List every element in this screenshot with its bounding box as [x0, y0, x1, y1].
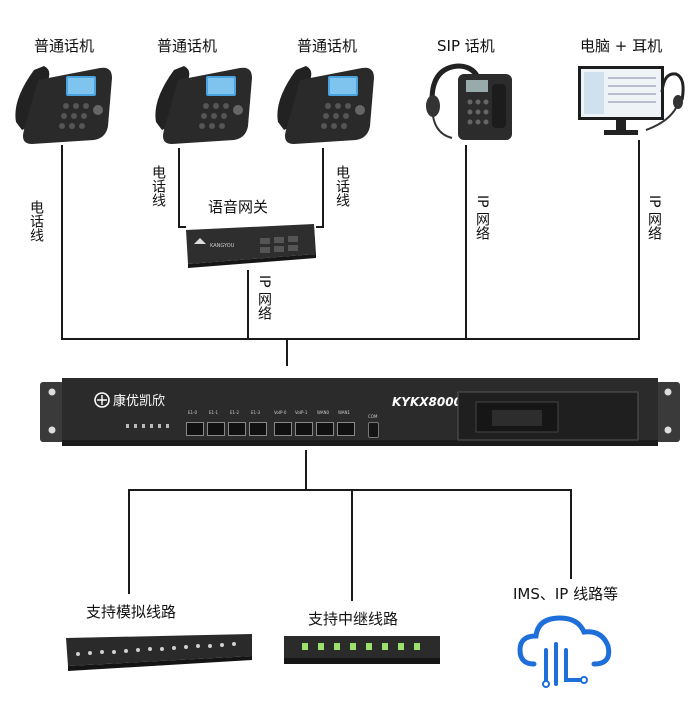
port-e1-2[interactable]: [228, 422, 246, 436]
link-phone3-horizontal: [316, 226, 324, 228]
link-cloud-vertical: [570, 489, 572, 579]
port-label: E1-3: [251, 410, 261, 415]
bottom-bus-drop: [305, 450, 307, 490]
main-unit-brand-text: 康优凯欣: [113, 393, 165, 409]
port-labels: E1-0 E1-1 E1-2 E1-3 VoIP-0 VoIP-1 WAN0 W…: [186, 410, 366, 420]
device-label-sip: SIP 话机: [437, 37, 495, 55]
link-label-gateway: IP 网络: [256, 275, 272, 321]
bottom-bus-horizontal: [128, 489, 572, 491]
port-label: WAN0: [317, 410, 330, 415]
desk-phone-icon: [15, 66, 112, 144]
port-wan1[interactable]: [337, 422, 355, 436]
device-label-pc: 电脑 + 耳机: [580, 37, 663, 55]
link-label-phone3: 电话线: [334, 165, 350, 207]
main-unit-model-text: KYKX8000: [392, 395, 462, 409]
link-phone2-vertical: [178, 148, 180, 228]
device-label-phone2: 普通话机: [157, 37, 218, 55]
device-label-trunk: 支持中继线路: [308, 610, 399, 628]
computer-headset-icon: [578, 66, 685, 135]
port-e1-1[interactable]: [207, 422, 225, 436]
cloud-icon: [517, 615, 612, 688]
device-label-phone1: 普通话机: [34, 37, 95, 55]
port-label: E1-1: [209, 410, 219, 415]
sip-phone-headset-icon: [426, 63, 512, 140]
voice-gateway-device: KANGYOU: [186, 224, 316, 268]
link-pc-vertical: [638, 140, 640, 340]
link-sip-vertical: [465, 145, 467, 340]
link-phone3-vertical: [322, 148, 324, 228]
link-phone2-horizontal: [178, 226, 186, 228]
link-trunk-vertical: [351, 489, 353, 601]
port-label: VoIP-1: [295, 410, 308, 415]
port-label: E1-2: [230, 410, 240, 415]
gateway-brand-text: KANGYOU: [210, 243, 235, 249]
port-label: E1-0: [188, 410, 198, 415]
link-phone1-vertical: [61, 145, 63, 340]
link-label-sip: IP 网络: [474, 195, 490, 241]
port-voip-0[interactable]: [274, 422, 292, 436]
main-unit-ports: [186, 408, 356, 438]
analog-patch-panel-device: [66, 634, 252, 671]
com-port[interactable]: [368, 422, 379, 438]
device-label-phone3: 普通话机: [297, 37, 358, 55]
main-unit-chassis: 康优凯欣 KYKX8000: [40, 378, 680, 446]
port-wan0[interactable]: [316, 422, 334, 436]
link-label-phone1: 电话线: [28, 200, 44, 242]
device-label-cloud: IMS、IP 线路等: [513, 585, 619, 603]
link-analog-vertical: [128, 489, 130, 594]
top-bus-drop: [286, 338, 288, 366]
port-e1-3[interactable]: [249, 422, 267, 436]
com-port-label: COM: [368, 414, 378, 419]
link-label-phone2: 电话线: [150, 165, 166, 207]
port-label: VoIP-0: [274, 410, 287, 415]
link-label-pc: IP 网络: [646, 195, 662, 241]
gateway-label: 语音网关: [208, 198, 269, 216]
device-label-analog: 支持模拟线路: [86, 603, 177, 621]
port-label: WAN1: [338, 410, 351, 415]
link-gateway-vertical: [247, 270, 249, 340]
port-voip-1[interactable]: [295, 422, 313, 436]
trunk-gateway-device: [284, 636, 440, 664]
desk-phone-icon: [155, 66, 252, 144]
top-bus-horizontal: [61, 338, 640, 340]
desk-phone-icon: [277, 66, 374, 144]
port-e1-0[interactable]: [186, 422, 204, 436]
